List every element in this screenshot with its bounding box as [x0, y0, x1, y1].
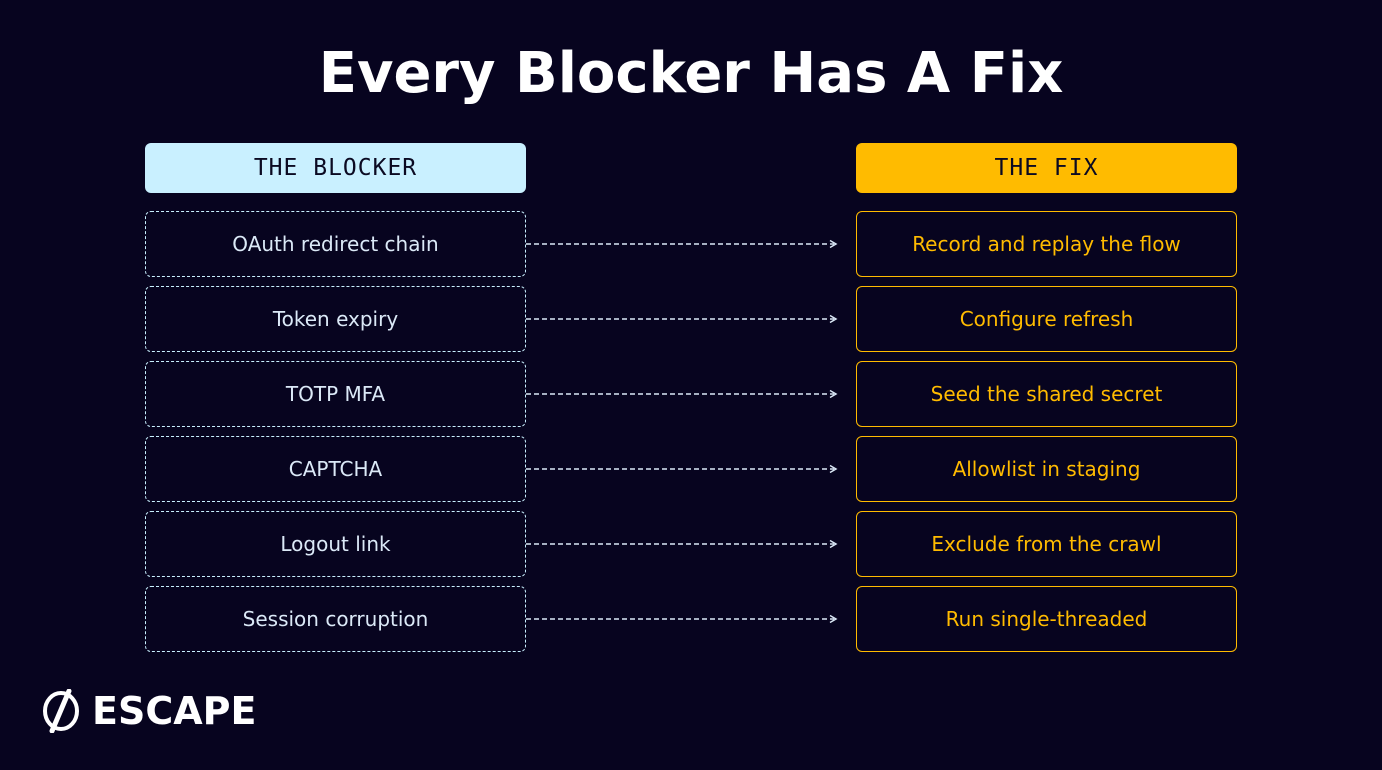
blocker-fix-row: CAPTCHA Allowlist in staging — [0, 436, 1382, 502]
arrow-right-icon — [526, 314, 838, 324]
blocker-fix-row: Logout link Exclude from the crawl — [0, 511, 1382, 577]
fix-box: Allowlist in staging — [856, 436, 1237, 502]
fix-box: Exclude from the crawl — [856, 511, 1237, 577]
blocker-box: CAPTCHA — [145, 436, 526, 502]
blocker-box: Token expiry — [145, 286, 526, 352]
fix-box: Configure refresh — [856, 286, 1237, 352]
arrow-right-icon — [526, 239, 838, 249]
blocker-box: Logout link — [145, 511, 526, 577]
brand-name: ESCAPE — [92, 689, 257, 733]
escape-logo-icon — [43, 689, 79, 733]
fix-box: Run single-threaded — [856, 586, 1237, 652]
arrow-right-icon — [526, 614, 838, 624]
blocker-box: TOTP MFA — [145, 361, 526, 427]
blocker-fix-row: Token expiry Configure refresh — [0, 286, 1382, 352]
blocker-box: OAuth redirect chain — [145, 211, 526, 277]
fix-box: Record and replay the flow — [856, 211, 1237, 277]
fix-box: Seed the shared secret — [856, 361, 1237, 427]
arrow-right-icon — [526, 464, 838, 474]
blocker-box: Session corruption — [145, 586, 526, 652]
blocker-fix-row: Session corruption Run single-threaded — [0, 586, 1382, 652]
brand-logo: ESCAPE — [40, 688, 256, 734]
blocker-fix-row: OAuth redirect chain Record and replay t… — [0, 211, 1382, 277]
page-title: Every Blocker Has A Fix — [318, 41, 1064, 106]
blocker-fix-row: TOTP MFA Seed the shared secret — [0, 361, 1382, 427]
blocker-column-header: THE BLOCKER — [145, 143, 526, 193]
arrow-right-icon — [526, 389, 838, 399]
arrow-right-icon — [526, 539, 838, 549]
fix-column-header: THE FIX — [856, 143, 1237, 193]
